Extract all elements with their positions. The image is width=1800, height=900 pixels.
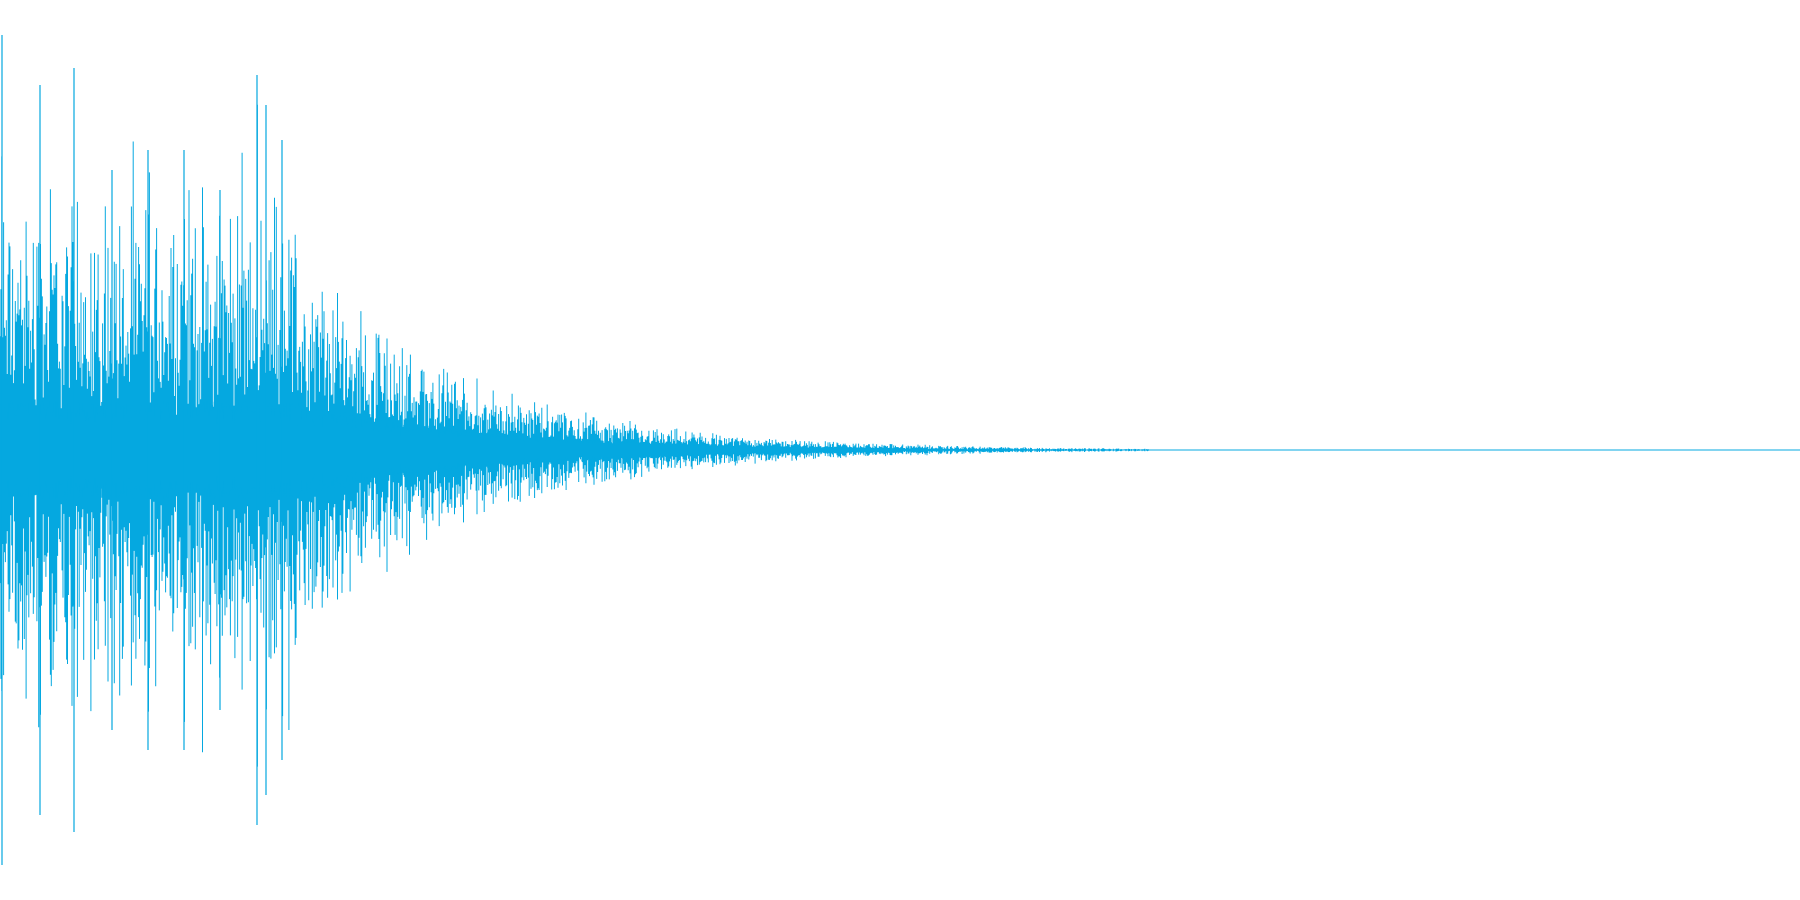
waveform-core: [0, 400, 900, 500]
waveform-strokes: [0, 35, 1150, 865]
